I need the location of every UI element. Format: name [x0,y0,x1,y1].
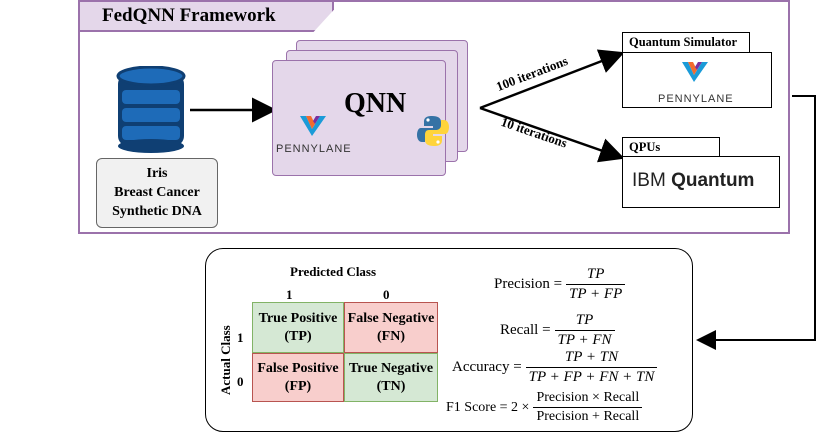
cell-true-negative: True Negative (TN) [344,353,438,402]
qpu-box [622,156,780,208]
pennylane-logo-icon [682,62,708,82]
cell-false-negative: False Negative (FN) [344,302,438,353]
accuracy-denominator: TP + FP + FN + TN [525,367,658,386]
framework-frame [78,0,790,234]
f1-numerator: Precision × Recall [536,390,640,405]
accuracy-label: Accuracy = [452,359,522,375]
row-header-0: 0 [237,374,244,389]
simulator-logo-text: PENNYLANE [658,93,734,105]
col-header-0: 0 [383,287,390,302]
precision-numerator: TP [586,266,605,282]
python-logo-icon [417,116,449,146]
predicted-class-label: Predicted Class [290,264,377,279]
pennylane-logo-icon [300,116,326,136]
dataset-item: Iris [146,166,168,181]
dataset-item: Synthetic DNA [112,204,202,219]
framework-title: FedQNN Framework [78,0,334,32]
qpu-label: QPUs [622,137,720,157]
database-icon [116,66,186,153]
precision-denominator: TP + FP [566,284,626,303]
row-header-1: 1 [237,330,244,345]
accuracy-formula: Accuracy = TP + TN TP + FP + FN + TN [452,349,658,386]
quantum-simulator-label: Quantum Simulator [622,32,750,53]
dataset-item: Breast Cancer [114,185,200,200]
qnn-label: QNN [344,88,407,119]
quantum-logo-text: Quantum [671,170,755,191]
cell-true-positive: True Positive (TP) [252,302,344,353]
actual-class-label: Actual Class [218,325,233,395]
f1-label: F1 Score = 2 × [446,399,530,415]
evaluation-panel [205,248,693,432]
quantum-simulator-box [622,52,772,108]
pennylane-wordmark: PENNYLANE [276,143,352,155]
precision-formula: Precision = TP TP + FP [494,266,626,303]
dataset-list: Iris Breast Cancer Synthetic DNA [96,158,218,228]
ibm-quantum-logo: IBM Quantum [632,170,754,192]
recall-label: Recall = [500,322,551,338]
qnn-card-front [272,60,446,176]
precision-label: Precision = [494,276,563,292]
recall-denominator: TP + FN [554,330,615,349]
cell-false-positive: False Positive (FP) [252,353,344,402]
ibm-logo-text: IBM [632,170,666,191]
col-header-1: 1 [286,287,293,302]
f1-denominator: Precision + Recall [533,407,643,425]
recall-numerator: TP [575,312,594,328]
accuracy-numerator: TP + TN [564,349,619,365]
recall-formula: Recall = TP TP + FN [500,312,615,349]
